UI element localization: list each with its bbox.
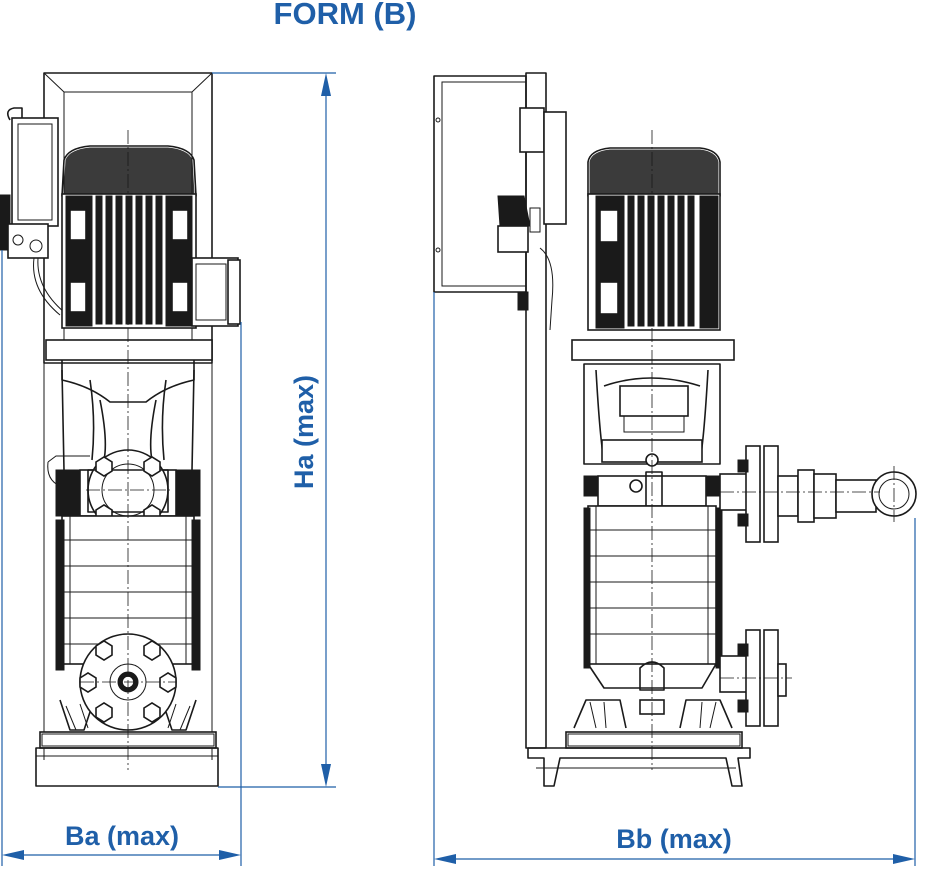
side-column xyxy=(525,72,547,749)
dimension-width-b: Bb (max) xyxy=(433,292,916,866)
height-label: Ha (max) xyxy=(289,375,319,489)
dimension-width-a: Ba (max) xyxy=(1,250,242,866)
discharge-pipe xyxy=(719,445,917,543)
motor-front xyxy=(61,145,241,329)
motor-side xyxy=(587,147,721,331)
diagram-title: FORM (B) xyxy=(274,0,417,31)
side-view xyxy=(433,72,917,787)
control-box xyxy=(0,107,65,316)
front-view xyxy=(0,72,241,787)
dimension-height: Ha (max) xyxy=(212,72,336,788)
width-a-label: Ba (max) xyxy=(65,821,179,851)
width-b-label: Bb (max) xyxy=(616,824,732,854)
